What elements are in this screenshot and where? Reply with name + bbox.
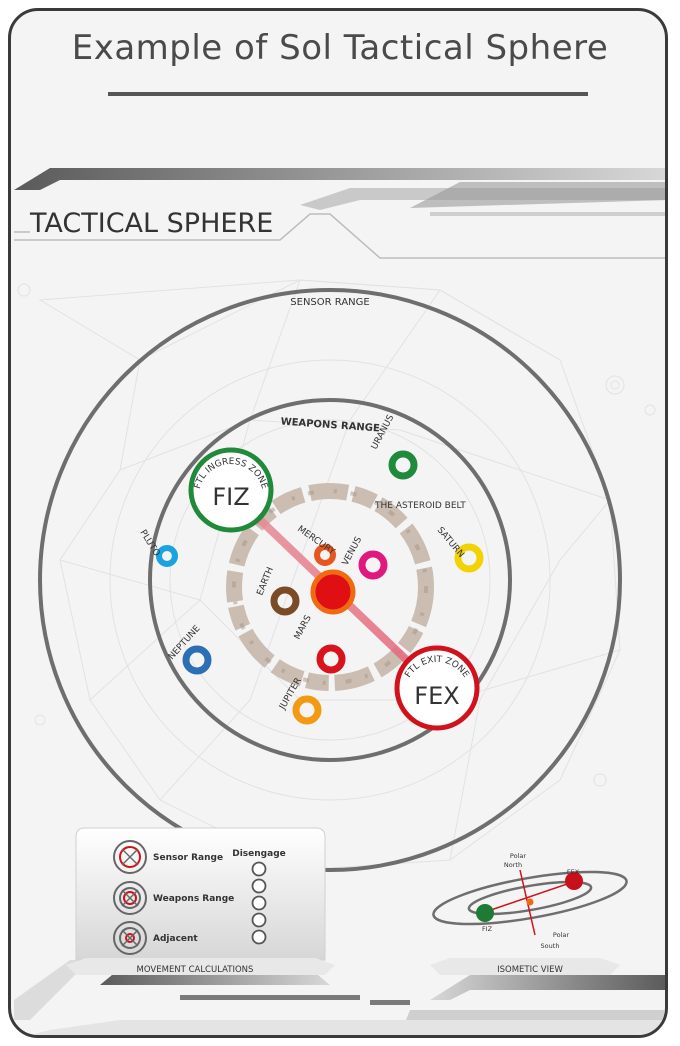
sun — [310, 569, 356, 615]
iso-polar-south-2: South — [541, 942, 560, 950]
planet-pluto[interactable] — [156, 545, 178, 567]
label-saturn: SATURN — [435, 526, 466, 560]
planet-earth[interactable] — [270, 586, 300, 616]
weapons-range-icon — [113, 881, 147, 915]
footer-band — [14, 960, 665, 1035]
header-band — [14, 168, 665, 259]
movement-row-weapons: Weapons Range — [153, 894, 234, 904]
isometric-title: ISOMETIC VIEW — [497, 965, 563, 975]
planet-jupiter[interactable] — [292, 695, 322, 725]
disengage-track — [251, 861, 267, 945]
fiz-code: FIZ — [212, 483, 249, 511]
section-header: TACTICAL SPHERE — [29, 208, 273, 239]
page-title: Example of Sol Tactical Sphere — [71, 28, 609, 68]
planet-mercury[interactable] — [314, 544, 336, 566]
disengage-label: Disengage — [232, 849, 286, 859]
planet-uranus[interactable] — [388, 450, 418, 480]
planet-saturn[interactable] — [454, 543, 484, 573]
asteroid-belt-label: THE ASTEROID BELT — [374, 501, 466, 511]
title-underline — [108, 92, 588, 96]
sensor-range-ring — [38, 288, 622, 872]
label-mars: MARS — [293, 614, 314, 642]
planet-neptune[interactable] — [182, 645, 212, 675]
iso-fex-marker — [565, 872, 583, 890]
fex-code: FEX — [414, 682, 459, 710]
movement-row-adjacent: Adjacent — [153, 934, 198, 944]
movement-row-sensor: Sensor Range — [153, 853, 223, 863]
movement-panel: MOVEMENT CALCULATIONS Disengage Sensor R… — [66, 827, 335, 975]
iso-polar-south-1: Polar — [553, 931, 569, 939]
iso-polar-north-1: Polar — [510, 852, 526, 860]
isometric-view: ISOMETIC VIEW Polar North Polar South FE… — [430, 852, 628, 975]
adjacent-icon — [113, 921, 147, 955]
label-earth: EARTH — [256, 566, 276, 597]
planet-mars[interactable] — [316, 644, 346, 674]
iso-fiz-marker — [476, 904, 494, 922]
zone-fiz[interactable]: FTL INGRESS ZONE FIZ — [188, 447, 274, 533]
zone-fex[interactable]: FTL EXIT ZONE FEX — [394, 645, 480, 731]
weapons-range-label: WEAPONS RANGE — [280, 417, 380, 435]
sensor-range-icon — [113, 840, 147, 874]
iso-polar-north-2: North — [504, 861, 522, 869]
iso-fiz-label: FIZ — [482, 925, 493, 933]
iso-fex-label: FEX — [567, 868, 580, 876]
sensor-range-label: SENSOR RANGE — [290, 297, 369, 308]
movement-title: MOVEMENT CALCULATIONS — [137, 965, 254, 975]
planet-venus[interactable] — [358, 550, 388, 580]
asteroid-belt — [226, 483, 434, 691]
weapons-range-ring — [148, 398, 512, 762]
